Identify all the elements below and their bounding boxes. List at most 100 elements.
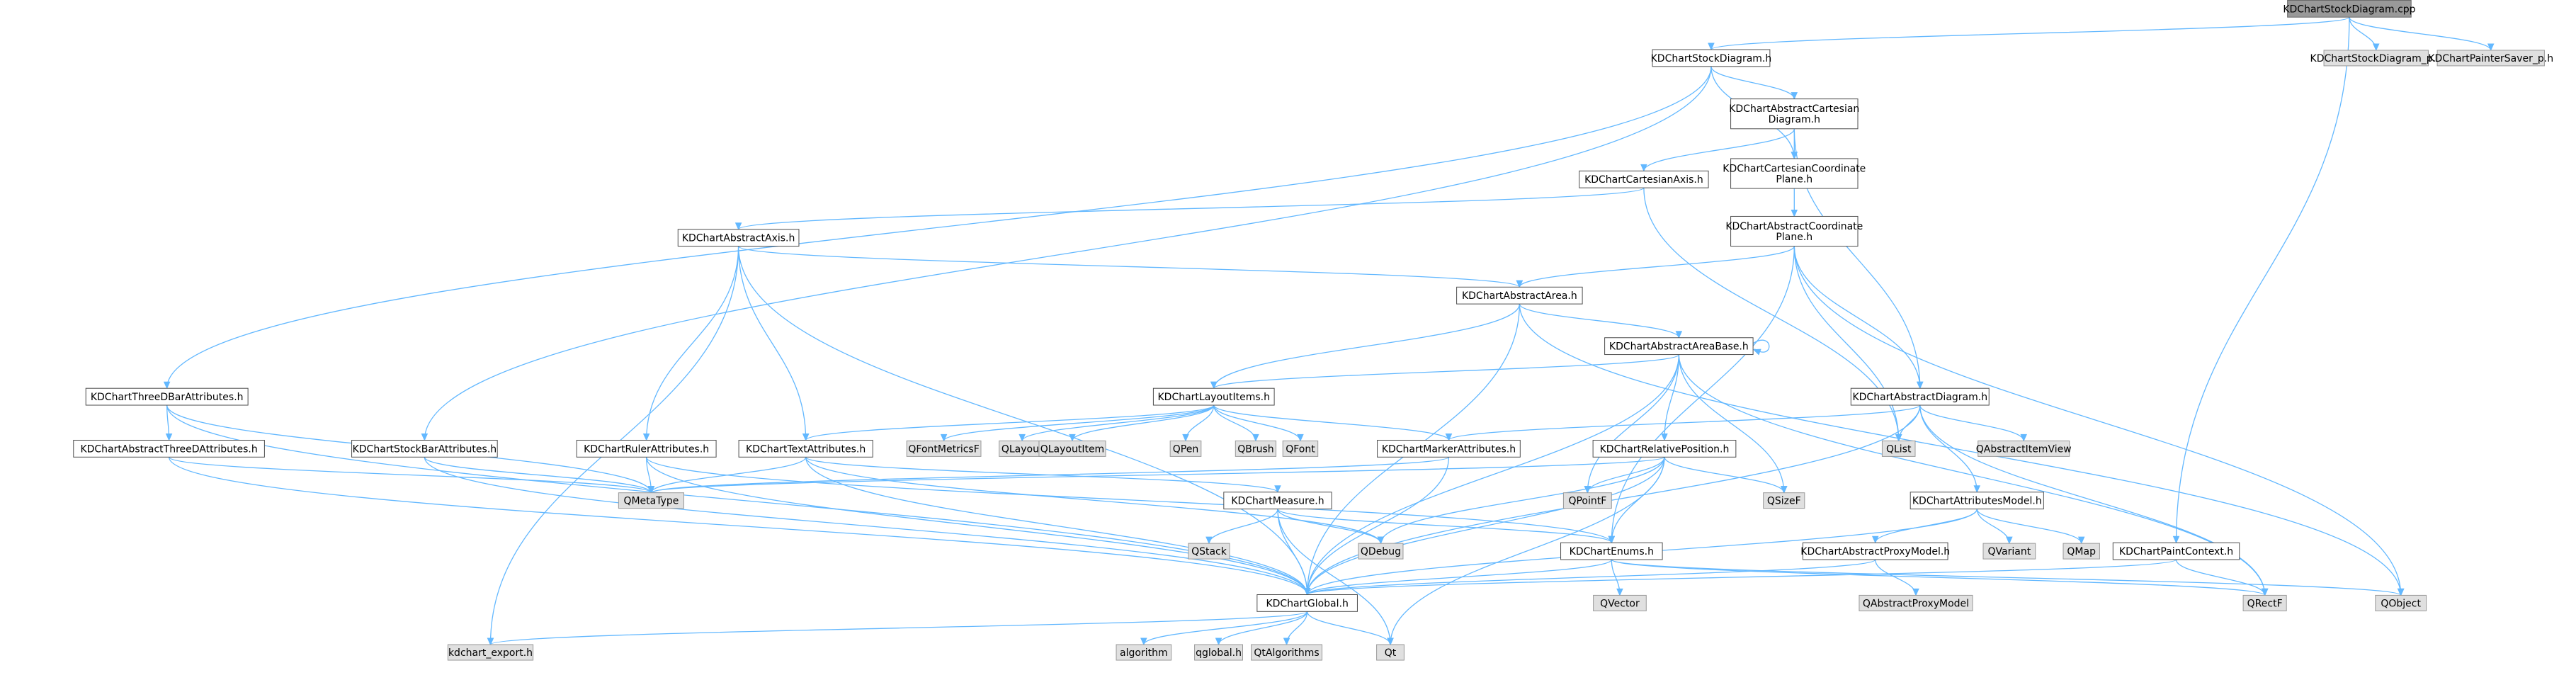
node-label: QObject xyxy=(2381,598,2421,609)
node-aarea[interactable]: KDChartAbstractArea.h xyxy=(1456,286,1583,305)
edge-am-to-qvariant xyxy=(1976,509,2013,545)
node-marker[interactable]: KDChartMarkerAttributes.h xyxy=(1377,439,1521,458)
node-qli: QLayoutItem xyxy=(1038,440,1106,457)
node-label: KDChartMarkerAttributes.h xyxy=(1382,443,1516,455)
node-pc[interactable]: KDChartPaintContext.h xyxy=(2112,542,2240,560)
node-label: QPointF xyxy=(1568,496,1606,507)
node-label: QVariant xyxy=(1988,546,2031,557)
node-qsizef: QSizeF xyxy=(1763,492,1805,509)
node-box xyxy=(2242,594,2287,611)
node-box xyxy=(1377,439,1521,458)
node-box xyxy=(1730,158,1859,189)
node-algorithm: algorithm xyxy=(1116,644,1172,661)
node-aab[interactable]: KDChartAbstractAreaBase.h xyxy=(1604,337,1754,356)
node-box xyxy=(2436,50,2545,67)
node-box xyxy=(1593,594,1647,611)
edge-adiag-to-qaiv xyxy=(1919,404,2027,442)
node-box xyxy=(1730,215,1859,247)
node-caxis[interactable]: KDChartCartesianAxis.h xyxy=(1579,170,1709,188)
node-box xyxy=(1592,439,1737,458)
node-qobject: QObject xyxy=(2375,594,2427,611)
edge-li-to-qlayout xyxy=(1019,404,1215,442)
node-label: QFontMetricsF xyxy=(908,443,979,455)
node-am[interactable]: KDChartAttributesModel.h xyxy=(1910,492,2044,510)
edge-text-to-qmeta xyxy=(647,457,807,494)
edge-root-to-stockh xyxy=(1708,16,2350,51)
node-box xyxy=(1251,644,1323,661)
node-label: QDebug xyxy=(1361,546,1401,557)
node-enums[interactable]: KDChartEnums.h xyxy=(1560,542,1663,560)
node-box xyxy=(2112,542,2240,560)
node-box xyxy=(738,439,873,458)
node-ruler[interactable]: KDChartRulerAttributes.h xyxy=(576,439,717,458)
node-label: KDChartAbstractCoordinate xyxy=(1725,221,1863,232)
node-label: KDChartMeasure.h xyxy=(1231,496,1324,507)
edge-root-to-painter xyxy=(2349,16,2495,52)
node-box xyxy=(1859,594,1973,611)
node-apm[interactable]: KDChartAbstractProxyModel.h xyxy=(1800,542,1950,560)
node-qlist: QList xyxy=(1881,440,1916,457)
edge-li-to-qfont xyxy=(1213,404,1304,442)
node-label: KDChartPainterSaver_p.h xyxy=(2428,53,2553,64)
node-box xyxy=(1282,440,1319,457)
edge-text-to-global xyxy=(805,457,1311,596)
edge-enums-to-qobject xyxy=(1611,559,2405,596)
node-measure[interactable]: KDChartMeasure.h xyxy=(1223,492,1332,510)
node-li[interactable]: KDChartLayoutItems.h xyxy=(1152,387,1275,406)
node-relpos[interactable]: KDChartRelativePosition.h xyxy=(1592,439,1737,458)
edge-text-to-measure xyxy=(805,456,1281,493)
node-box xyxy=(1579,170,1709,188)
node-root[interactable]: KDChartStockDiagram.cpp xyxy=(2283,0,2416,18)
node-a3d[interactable]: KDChartAbstractThreeDAttributes.h xyxy=(73,439,265,458)
node-stock_p: KDChartStockDiagram_p.h xyxy=(2310,50,2443,67)
node-threed[interactable]: KDChartThreeDBarAttributes.h xyxy=(85,387,249,406)
node-label: KDChartStockDiagram_p.h xyxy=(2310,53,2443,64)
node-stockh[interactable]: KDChartStockDiagram.h xyxy=(1651,49,1772,67)
node-qvector: QVector xyxy=(1593,594,1647,611)
node-label: KDChartPaintContext.h xyxy=(2119,546,2233,557)
node-label: Plane.h xyxy=(1776,232,1812,243)
node-qt: Qt xyxy=(1376,644,1405,661)
node-box xyxy=(1978,440,2070,457)
node-label: QMap xyxy=(2067,546,2096,557)
node-qapm: QAbstractProxyModel xyxy=(1859,594,1973,611)
node-qtalg: QtAlgorithms xyxy=(1251,644,1323,661)
node-box xyxy=(2062,543,2100,560)
node-qlayout: QLayout xyxy=(999,440,1046,457)
node-label: KDChartLayoutItems.h xyxy=(1157,392,1270,403)
edge-global-to-qglobal xyxy=(1215,611,1308,646)
node-sba[interactable]: KDChartStockBarAttributes.h xyxy=(351,439,498,458)
node-box xyxy=(2323,50,2429,67)
node-box xyxy=(1256,594,1358,612)
node-export: kdchart_export.h xyxy=(447,644,534,661)
node-box xyxy=(1456,286,1583,305)
edge-sba-to-qmeta xyxy=(424,456,655,494)
node-adiag[interactable]: KDChartAbstractDiagram.h xyxy=(1850,387,1990,406)
node-aaxis[interactable]: KDChartAbstractAxis.h xyxy=(677,229,800,247)
edge-li-to-text xyxy=(802,404,1215,441)
node-global[interactable]: KDChartGlobal.h xyxy=(1256,594,1358,612)
node-label: QLayoutItem xyxy=(1040,443,1104,455)
edge-stockh-to-threed xyxy=(163,66,1712,390)
node-box xyxy=(85,387,249,406)
node-box xyxy=(1652,49,1771,67)
edge-relpos-to-qmeta xyxy=(647,456,1665,494)
edge-acp-to-aarea xyxy=(1516,246,1795,288)
node-painter: KDChartPainterSaver_p.h xyxy=(2428,50,2553,67)
edge-aab-to-aab xyxy=(1752,339,1770,356)
edge-stockh-to-acart xyxy=(1710,66,1798,100)
node-label: KDChartAbstractDiagram.h xyxy=(1852,392,1987,403)
edge-am-to-apm xyxy=(1871,509,1978,544)
node-box xyxy=(906,440,982,457)
node-label: KDChartAbstractAxis.h xyxy=(682,233,795,244)
node-label: QSizeF xyxy=(1767,496,1801,507)
node-label: KDChartCartesianCoordinate xyxy=(1723,163,1866,174)
node-label: kdchart_export.h xyxy=(448,647,533,659)
node-text[interactable]: KDChartTextAttributes.h xyxy=(738,439,873,458)
edge-aaxis-to-aarea xyxy=(737,246,1524,288)
node-qmap: QMap xyxy=(2062,543,2100,560)
